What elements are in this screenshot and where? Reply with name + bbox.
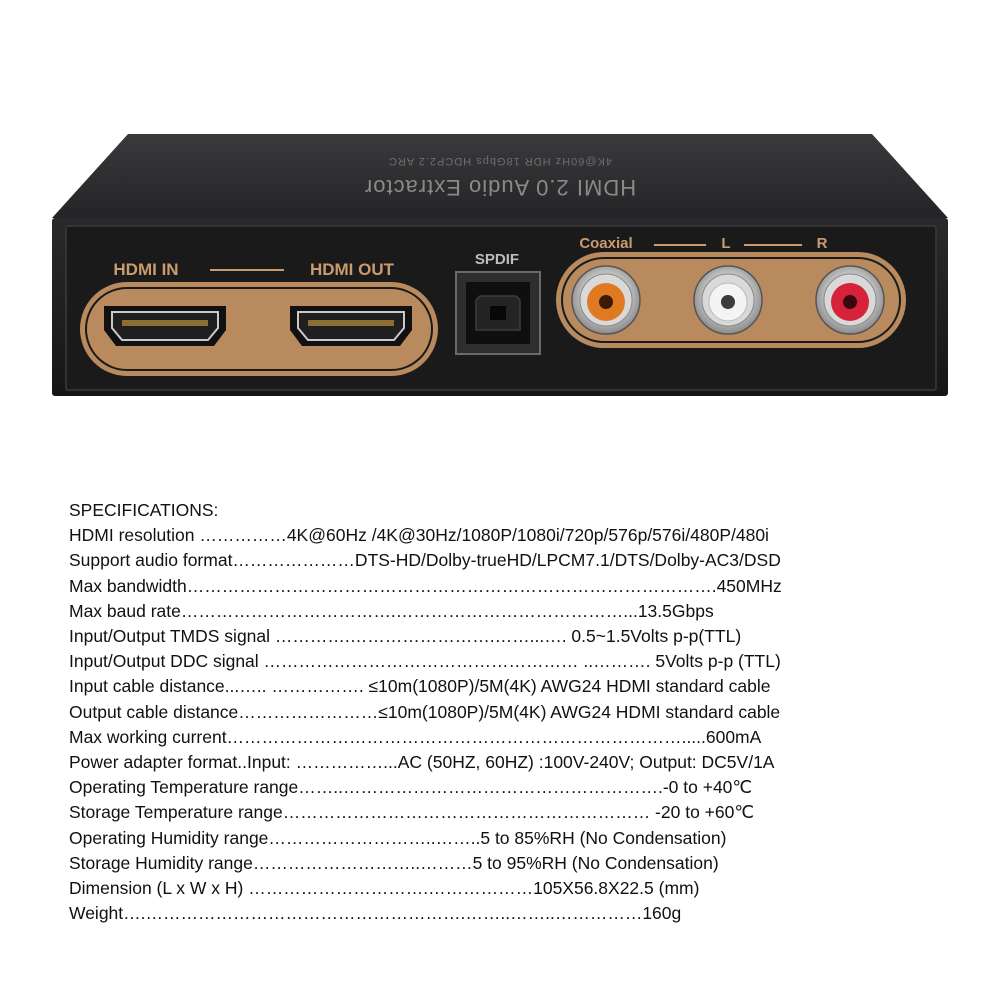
hdmi-port-plate: [80, 282, 438, 376]
spec-operating-temperature: Operating Temperature range……..…………………………: [69, 777, 753, 798]
spec-storage-humidity: Storage Humidity range………………………..………5 to…: [69, 852, 719, 873]
spec-power-adapter: Power adapter format..Input: ……………...AC …: [69, 752, 775, 773]
hdmi-in-label: HDMI IN: [113, 260, 178, 279]
spec-weight: Weight….……………………………………………….……..……..………………: [69, 903, 682, 924]
device-top-text: HDMI 2.0 Audio Extractor: [364, 175, 636, 200]
spec-operating-humidity: Operating Humidity range………………………..……..5…: [69, 827, 727, 848]
spec-storage-temperature: Storage Temperature range…………………………………………: [69, 802, 755, 823]
spec-max-baud-rate: Max baud rate……………………………….………………………………….…: [69, 600, 714, 621]
specifications-title: SPECIFICATIONS:: [69, 500, 219, 520]
spec-hdmi-resolution: HDMI resolution ……………4K@60Hz /4K@30Hz/10…: [69, 525, 769, 546]
device-top-subtext: 4K@60Hz HDR 18Gbps HDCP2.2 ARC: [388, 155, 612, 167]
spdif-label: SPDIF: [475, 251, 519, 268]
left-rca-jack[interactable]: [693, 265, 763, 335]
spdif-optical-port[interactable]: [455, 271, 541, 355]
spec-dimension: Dimension (L x W x H) ………………………….………………1…: [69, 878, 700, 899]
spec-input-cable-distance: Input cable distance...….. ……………. ≤10m(1…: [69, 676, 771, 697]
right-channel-label: R: [817, 235, 828, 252]
device-top-surface: [52, 134, 948, 218]
spec-ddc-signal: Input/Output DDC signal ……………………………………………: [69, 651, 781, 672]
hdmi-out-label: HDMI OUT: [310, 260, 395, 279]
right-rca-jack[interactable]: [815, 265, 885, 335]
spec-audio-format: Support audio format…………………DTS-HD/Dolby-…: [69, 550, 781, 571]
spec-tmds-signal: Input/Output TMDS signal ………….…………………….……: [69, 626, 742, 647]
left-channel-label: L: [721, 235, 730, 252]
coaxial-rca-jack[interactable]: [571, 265, 641, 335]
spec-output-cable-distance: Output cable distance……………………≤10m(1080P)…: [69, 701, 781, 722]
spec-max-working-current: Max working current…………………………………………………………: [69, 726, 762, 747]
hdmi-out-port[interactable]: [290, 306, 412, 346]
specifications-block: SPECIFICATIONS: HDMI resolution ……………4K@…: [69, 498, 949, 926]
coaxial-label: Coaxial: [579, 235, 632, 252]
spec-max-bandwidth: Max bandwidth…………………………………………………………………………: [69, 575, 782, 596]
hdmi-audio-extractor-device: HDMI 2.0 Audio Extractor 4K@60Hz HDR 18G…: [52, 134, 948, 396]
hdmi-in-port[interactable]: [104, 306, 226, 346]
